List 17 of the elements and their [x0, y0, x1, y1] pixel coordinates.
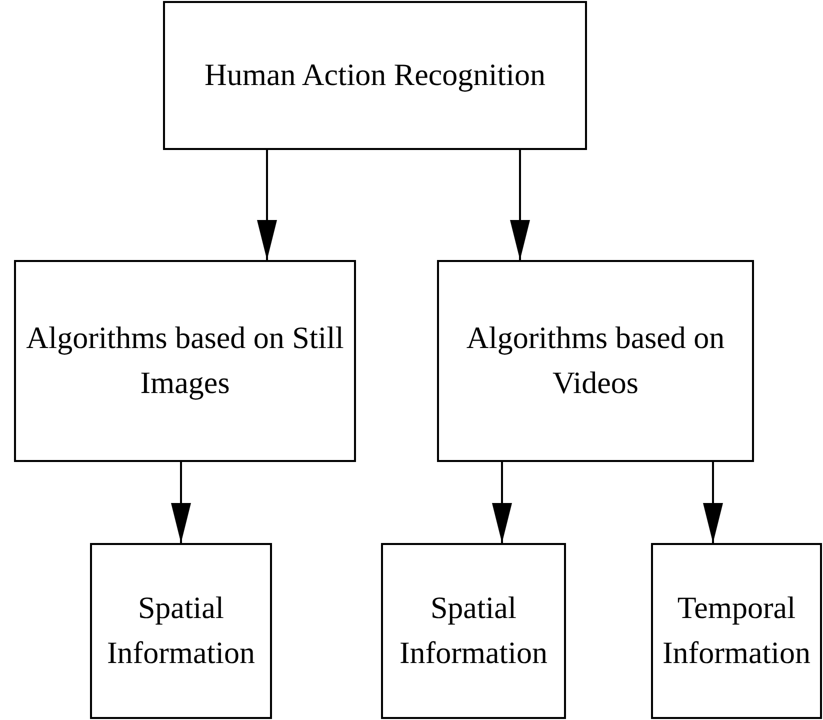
process-box	[651, 543, 822, 719]
node-label: Human Action Recognition	[204, 56, 546, 94]
arrow	[510, 150, 530, 260]
process-box	[437, 260, 754, 462]
arrow	[492, 462, 512, 543]
process-box	[90, 543, 272, 719]
node-label: Spatial Information	[106, 589, 256, 672]
node-label: Temporal Information	[661, 589, 812, 672]
arrow	[171, 462, 191, 543]
arrow	[257, 150, 277, 260]
node-label: Algorithms based on Videos	[465, 319, 726, 402]
process-box	[163, 1, 587, 150]
arrow	[703, 462, 723, 543]
process-box	[381, 543, 566, 719]
node-label: Algorithms based on Still Images	[25, 319, 345, 402]
process-box	[14, 260, 356, 462]
node-label: Spatial Information	[398, 589, 549, 672]
